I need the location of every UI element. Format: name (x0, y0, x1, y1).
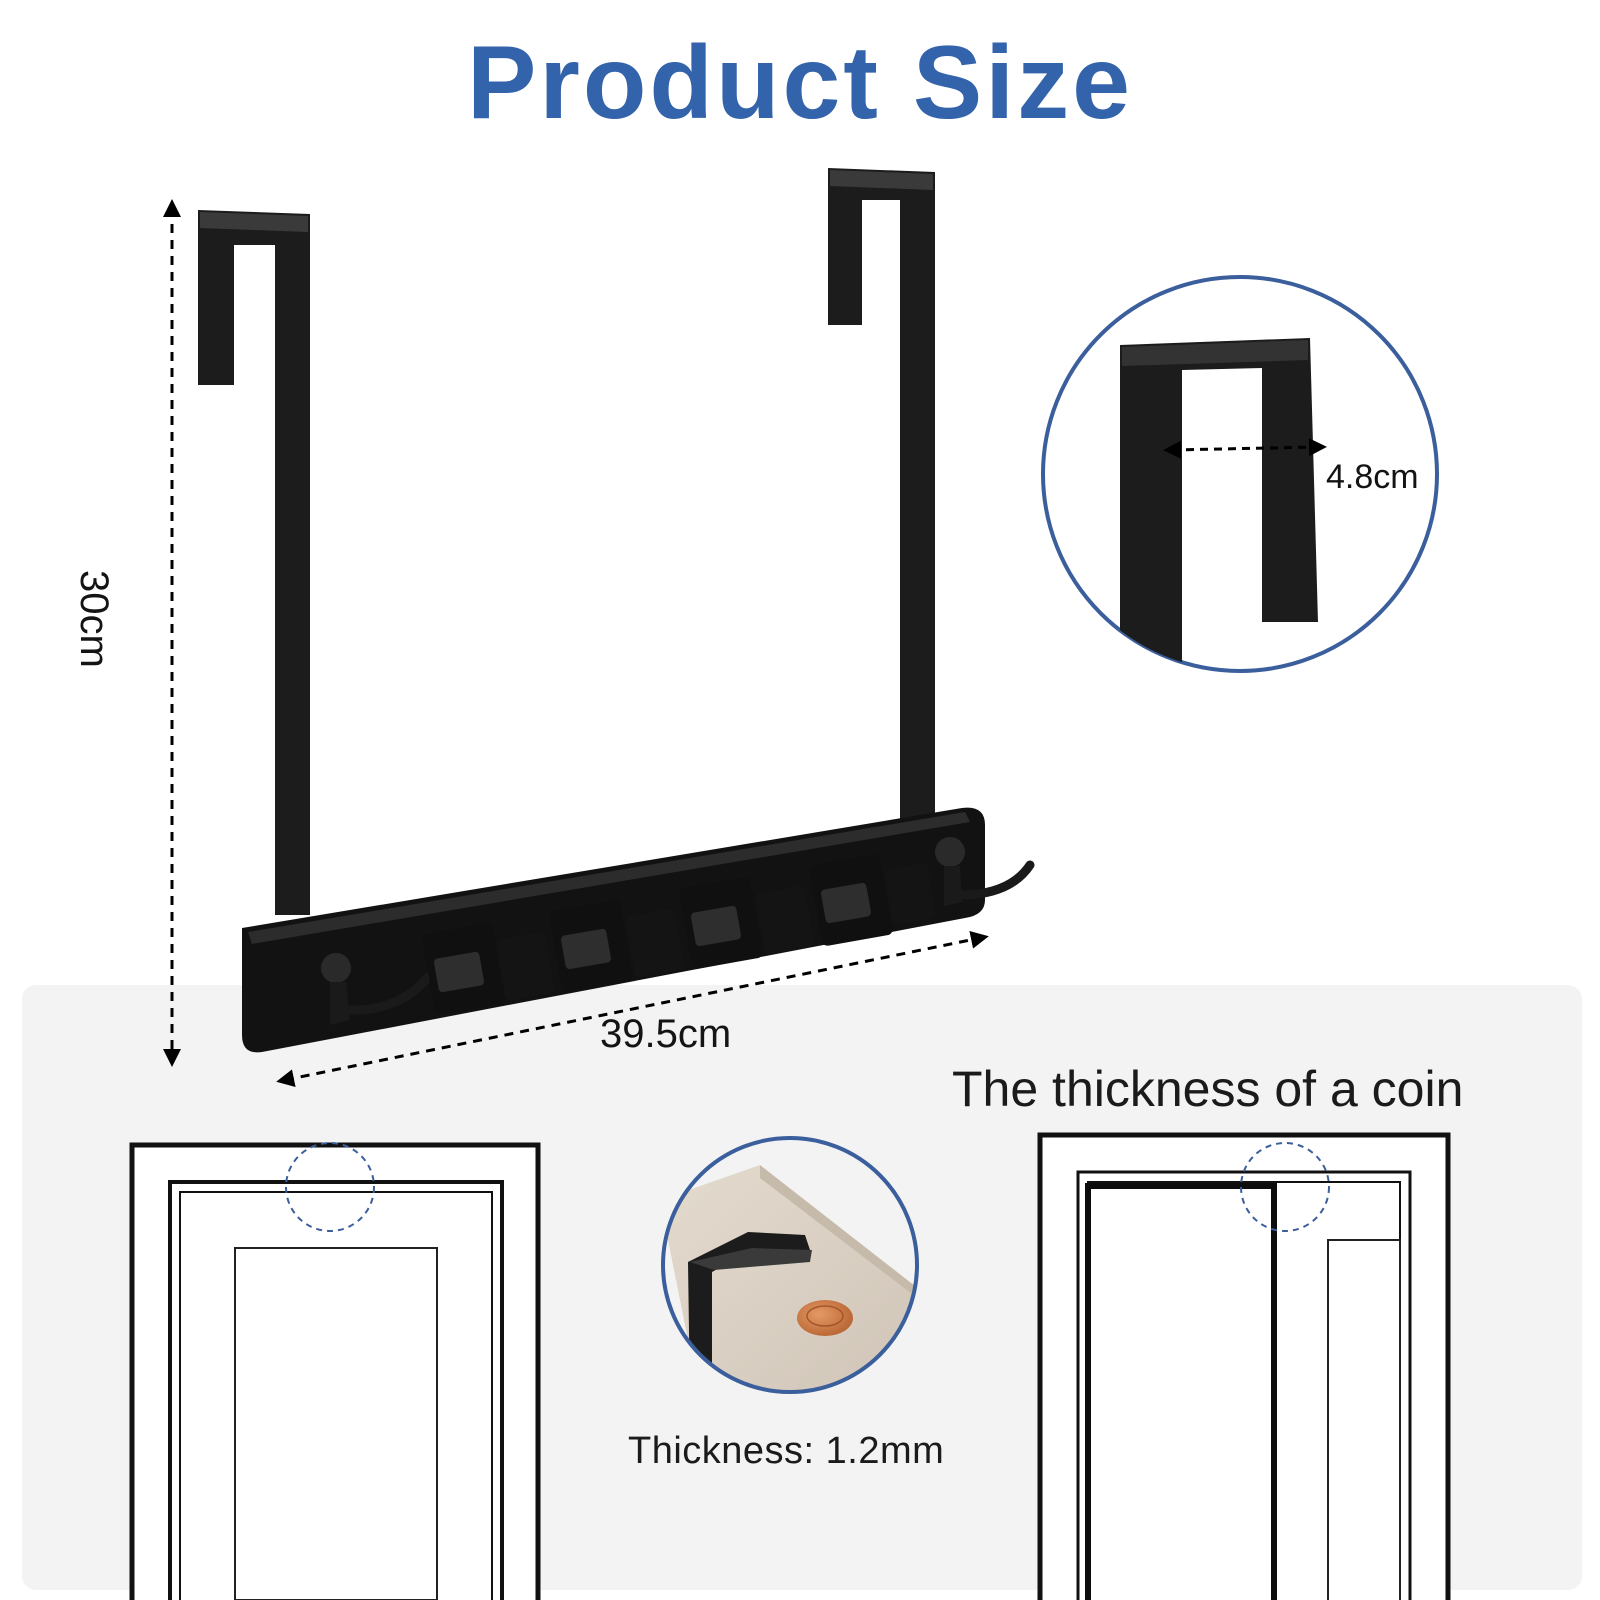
door-illustration-left (129, 1142, 541, 1600)
roller-holder-3 (755, 886, 815, 954)
mop-clip-4 (809, 854, 893, 946)
thickness-label: Thickness: 1.2mm (628, 1430, 945, 1472)
mop-clip-2 (549, 900, 633, 992)
roller-holder-4 (884, 863, 936, 925)
page-title: Product Size (467, 25, 1133, 141)
width-dimension-line (276, 930, 989, 1088)
mop-clip-1 (422, 923, 506, 1015)
door-organizer-rack (198, 168, 1035, 1053)
width-label: 39.5cm (600, 1012, 732, 1056)
roller-holder-2 (625, 909, 685, 977)
hook-opening-label: 4.8cm (1326, 458, 1419, 496)
roller-holder-1 (495, 932, 555, 1000)
coin-caption: The thickness of a coin (952, 1061, 1464, 1117)
right-door-hook (828, 168, 935, 820)
left-door-hook (198, 210, 310, 915)
highlight-circle-right (1240, 1142, 1330, 1232)
open-door-leaf (1085, 1183, 1277, 1600)
coin-thickness-magnifier (661, 1136, 919, 1394)
mop-clip-3 (679, 877, 763, 969)
hook-detail-magnifier (1041, 275, 1439, 673)
door-illustration-right (1037, 1132, 1451, 1600)
highlight-circle-left (285, 1142, 375, 1232)
right-end-hook (935, 837, 1035, 906)
height-label: 30cm (72, 570, 116, 668)
